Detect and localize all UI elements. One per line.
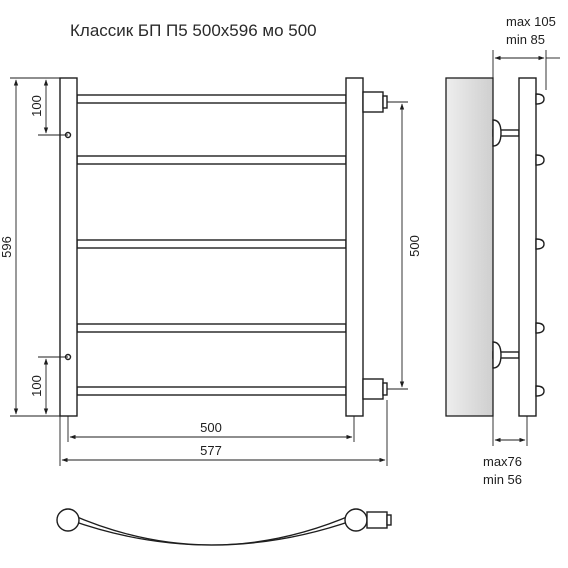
dim-vertical-500: 500 xyxy=(387,101,422,390)
right-post xyxy=(345,77,364,417)
rung xyxy=(76,323,347,333)
dim-label-bottom-100: 100 xyxy=(29,375,44,397)
front-view: 596 100 100 500 500 xyxy=(0,77,422,466)
top-connector-tip xyxy=(382,95,388,109)
side-post xyxy=(518,77,537,417)
right-post-end xyxy=(344,508,368,532)
rung xyxy=(76,239,347,249)
side-rung-end xyxy=(535,322,545,334)
drawing-title: Классик БП П5 500x596 мо 500 xyxy=(70,21,317,40)
dim-horizontal-500: 500 xyxy=(67,416,355,442)
top-view xyxy=(56,508,392,546)
bottom-connector xyxy=(362,378,384,400)
rung xyxy=(76,155,347,165)
left-post xyxy=(59,77,78,417)
dim-label-596: 596 xyxy=(0,236,14,258)
curved-rung-inner xyxy=(69,519,355,546)
dim-mount-offset: max76 min 56 xyxy=(483,416,528,487)
bottom-connector-tip xyxy=(382,382,388,396)
dim-label-min-85: min 85 xyxy=(506,32,545,47)
dim-label-vertical-500: 500 xyxy=(407,235,422,257)
top-connector xyxy=(362,91,384,113)
dim-label-top-100: 100 xyxy=(29,95,44,117)
dim-label-max-105: max 105 xyxy=(506,14,556,29)
rungs xyxy=(76,94,347,396)
dim-width-577: 577 xyxy=(59,400,388,466)
top-view-connector-tip xyxy=(386,514,392,526)
top-view-connector xyxy=(366,511,388,529)
side-rung-end xyxy=(535,238,545,250)
bottom-bracket-flange xyxy=(492,341,502,369)
side-rung-ends xyxy=(535,93,545,397)
side-rung-end xyxy=(535,385,545,397)
side-rung-end xyxy=(535,154,545,166)
side-view: max 105 min 85 max76 min 56 xyxy=(445,14,560,487)
curved-rung-outer xyxy=(69,513,355,546)
dim-label-width-577: 577 xyxy=(200,443,222,458)
dim-label-horizontal-500: 500 xyxy=(200,420,222,435)
left-post-end xyxy=(56,508,80,532)
dim-bottom-100: 100 xyxy=(29,356,68,415)
rung xyxy=(76,386,347,396)
top-bracket-flange xyxy=(492,119,502,147)
dim-height-596: 596 xyxy=(0,77,60,417)
dim-label-min-56: min 56 xyxy=(483,472,522,487)
rung xyxy=(76,94,347,104)
wall xyxy=(445,77,494,417)
side-rung-end xyxy=(535,93,545,105)
dim-label-max76: max76 xyxy=(483,454,522,469)
dim-wall-offset: max 105 min 85 xyxy=(492,14,560,90)
dim-top-100: 100 xyxy=(29,79,68,136)
